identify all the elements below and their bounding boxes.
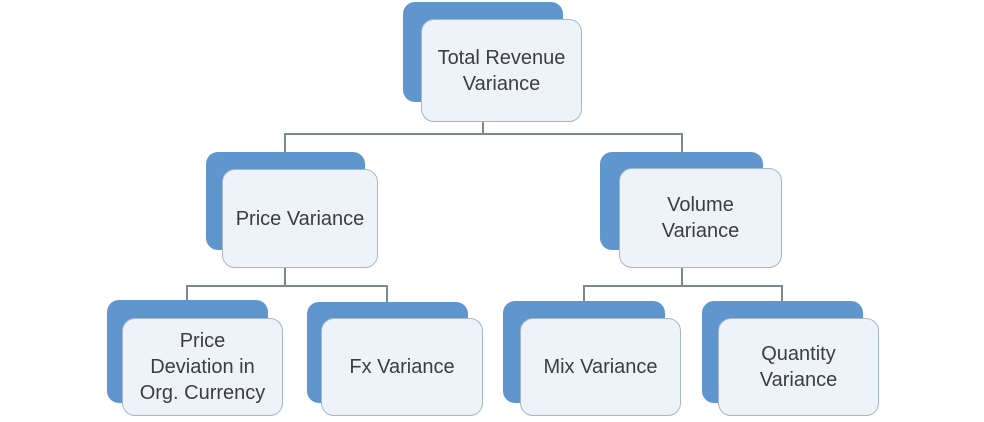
node-price-deviation-org-currency: Price Deviation in Org. Currency — [107, 300, 283, 416]
node-volume-variance: Volume Variance — [600, 152, 782, 268]
connector-volume-drop-left — [583, 285, 585, 304]
node-mix-variance: Mix Variance — [503, 301, 681, 416]
connector-root-drop-left — [284, 133, 286, 154]
node-label: Fx Variance — [349, 356, 455, 378]
node-label: Price Deviation in Org. Currency — [139, 330, 266, 404]
connector-volume-bar — [583, 285, 783, 287]
node-card: Total Revenue Variance — [421, 19, 582, 122]
node-card: Fx Variance — [321, 318, 483, 416]
node-label: Total Revenue Variance — [437, 46, 566, 95]
node-label: Price Variance — [235, 207, 365, 230]
node-total-revenue-variance: Total Revenue Variance — [403, 2, 582, 122]
connector-root-riser — [482, 121, 484, 135]
connector-price-riser — [284, 267, 286, 287]
connector-root-bar — [284, 133, 683, 135]
node-label: Quantity Variance — [759, 343, 838, 391]
connector-volume-riser — [681, 267, 683, 287]
connector-price-drop-right — [386, 285, 388, 305]
node-label: Mix Variance — [543, 356, 658, 378]
connector-root-drop-right — [681, 133, 683, 154]
connector-price-bar — [186, 285, 387, 287]
node-card: Volume Variance — [619, 168, 782, 268]
node-label: Volume Variance — [661, 194, 740, 242]
node-quantity-variance: Quantity Variance — [702, 301, 879, 416]
node-card: Mix Variance — [520, 318, 681, 416]
node-price-variance: Price Variance — [206, 152, 378, 268]
connector-volume-drop-right — [781, 285, 783, 304]
node-fx-variance: Fx Variance — [307, 302, 483, 416]
connector-price-drop-left — [186, 285, 188, 304]
node-card: Quantity Variance — [718, 318, 879, 416]
node-card: Price Variance — [222, 169, 378, 268]
node-card: Price Deviation in Org. Currency — [122, 318, 283, 416]
